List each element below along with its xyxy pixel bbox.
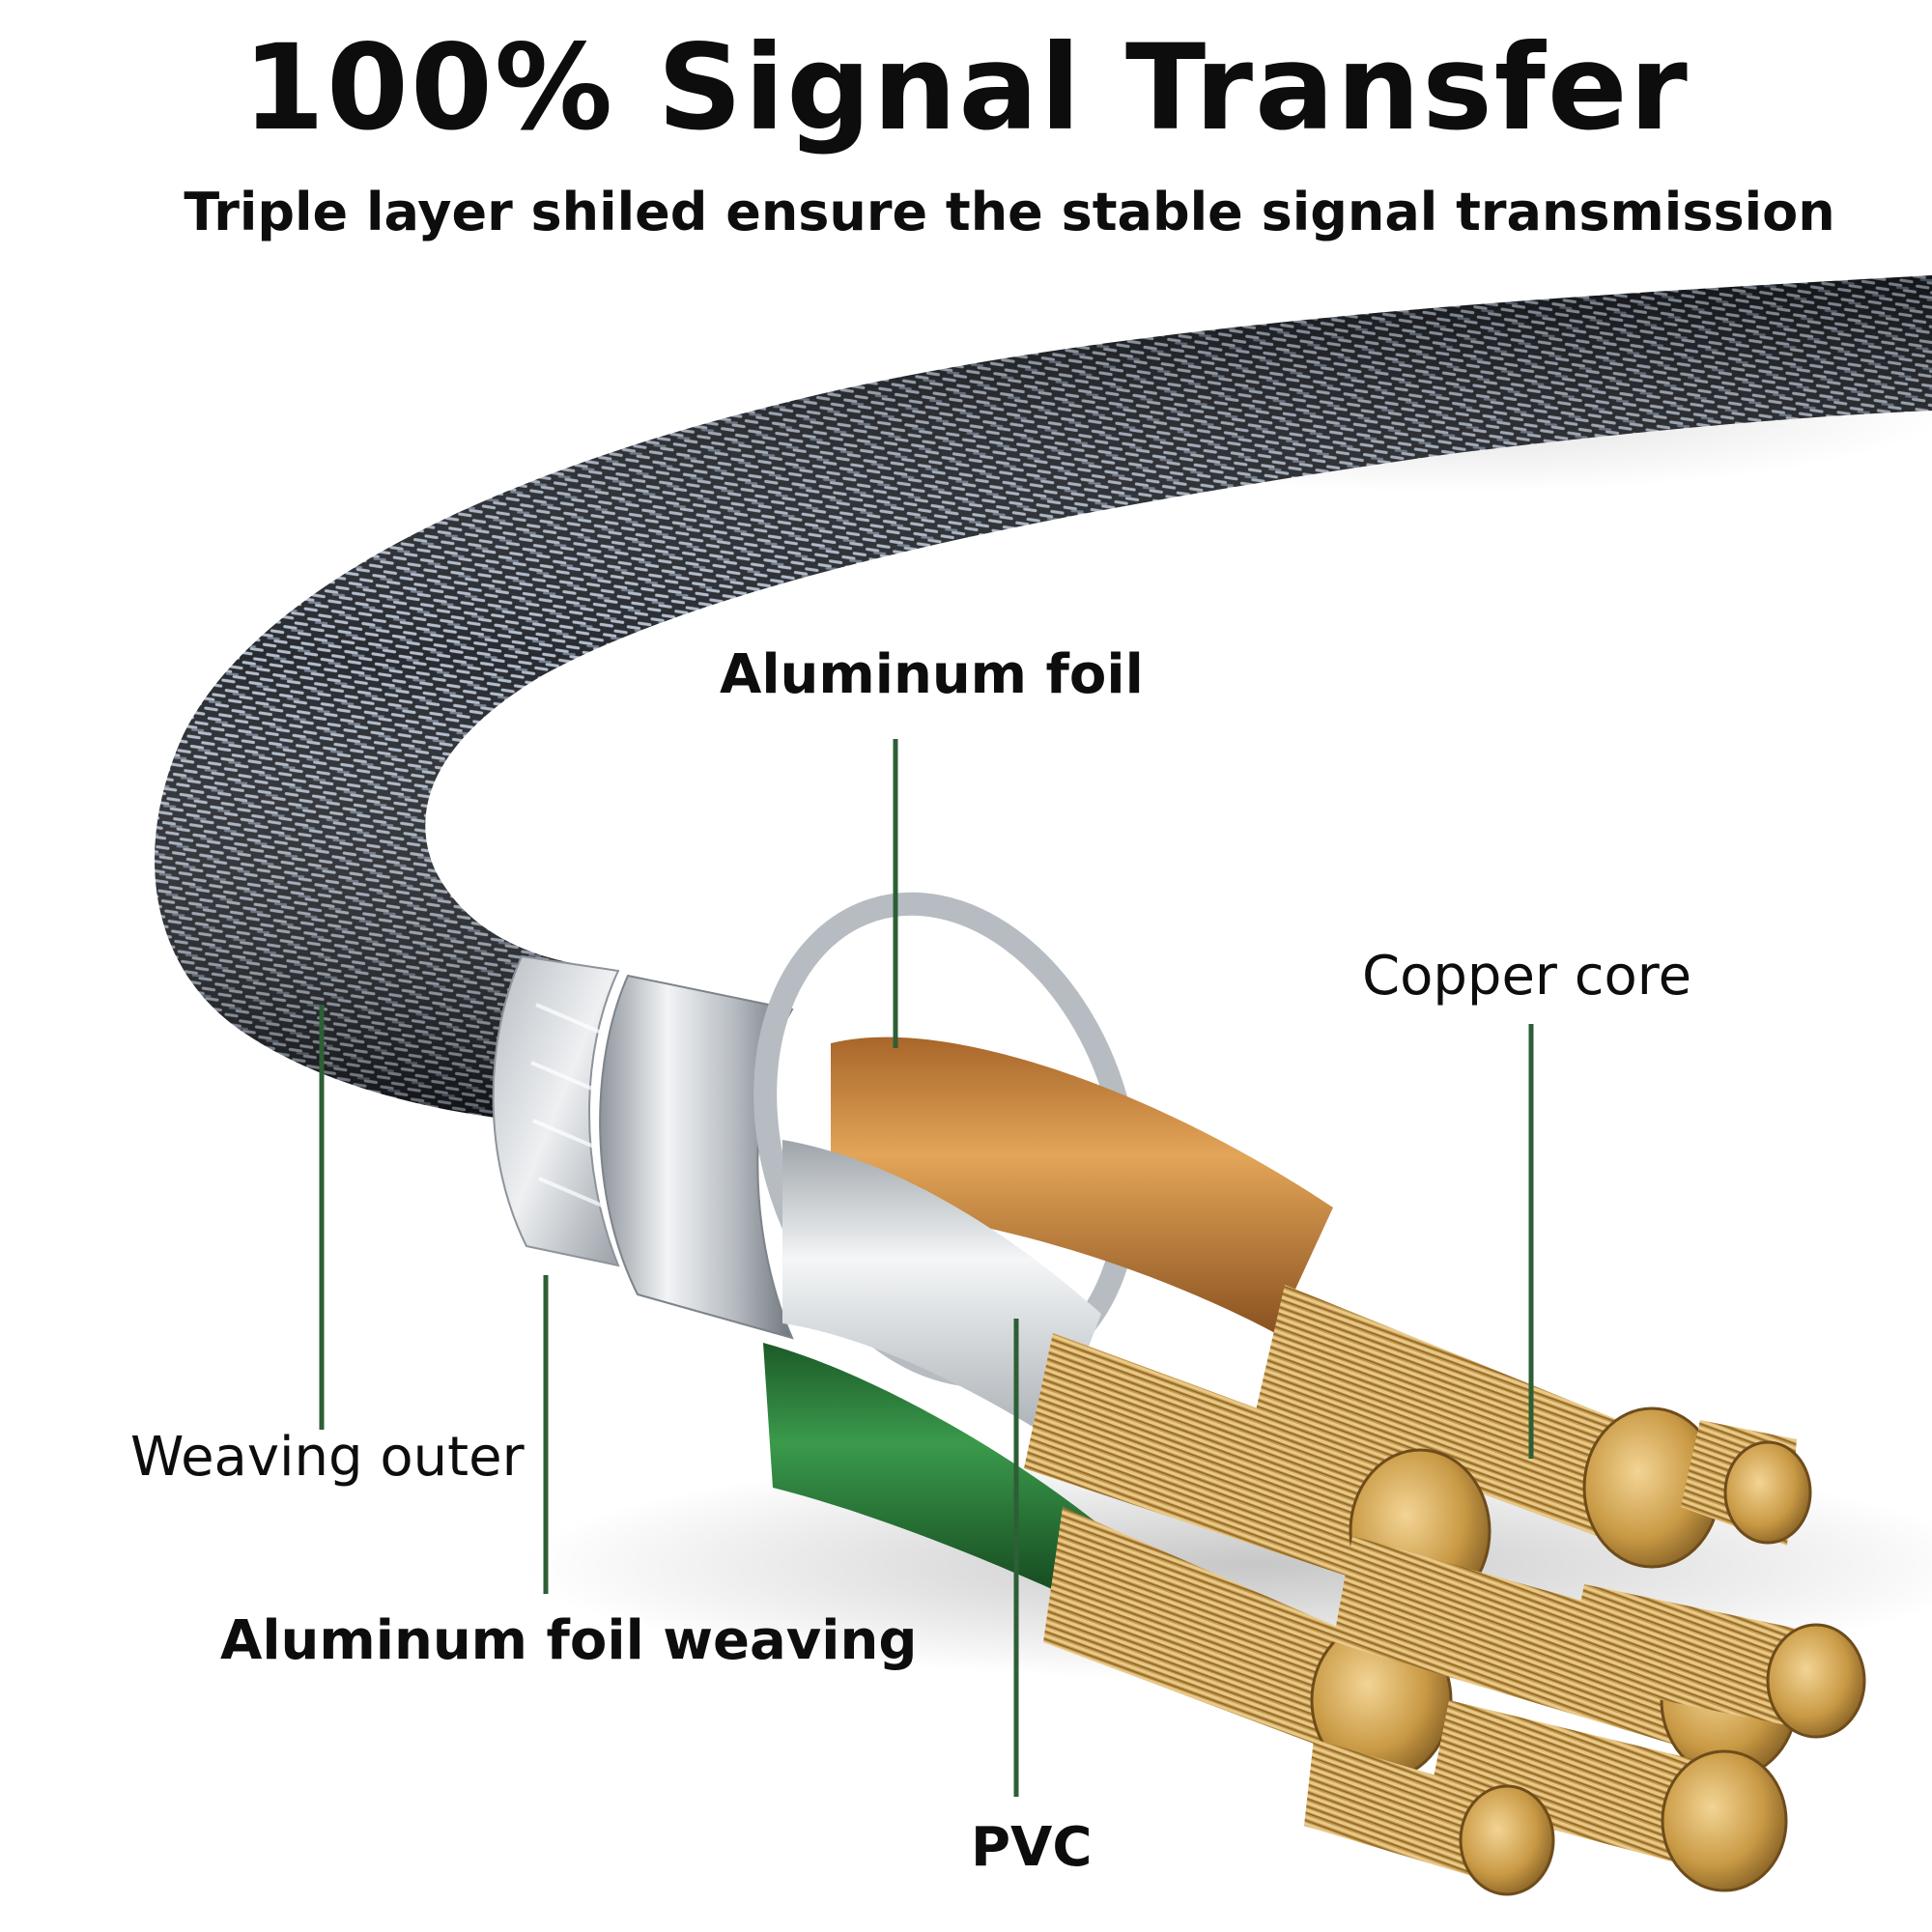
foil-weave-texture [530, 1003, 608, 1209]
label-pvc: PVC [971, 1816, 1093, 1879]
label-aluminum-foil: Aluminum foil [720, 643, 1144, 706]
label-weaving-outer: Weaving outer [130, 1426, 525, 1489]
page-subtitle: Triple layer shiled ensure the stable si… [184, 182, 1835, 242]
braided-cable-body [155, 275, 1932, 1121]
label-aluminum-foil-weaving: Aluminum foil weaving [220, 1609, 918, 1672]
label-copper-core: Copper core [1362, 945, 1692, 1008]
orange-wire [831, 1037, 1333, 1333]
aluminum-foil-weaving-layer [492, 954, 620, 1267]
page-title: 100% Signal Transfer [242, 19, 1690, 156]
copper-core-bundles [1024, 1285, 1866, 1896]
white-wire [782, 1140, 1101, 1439]
